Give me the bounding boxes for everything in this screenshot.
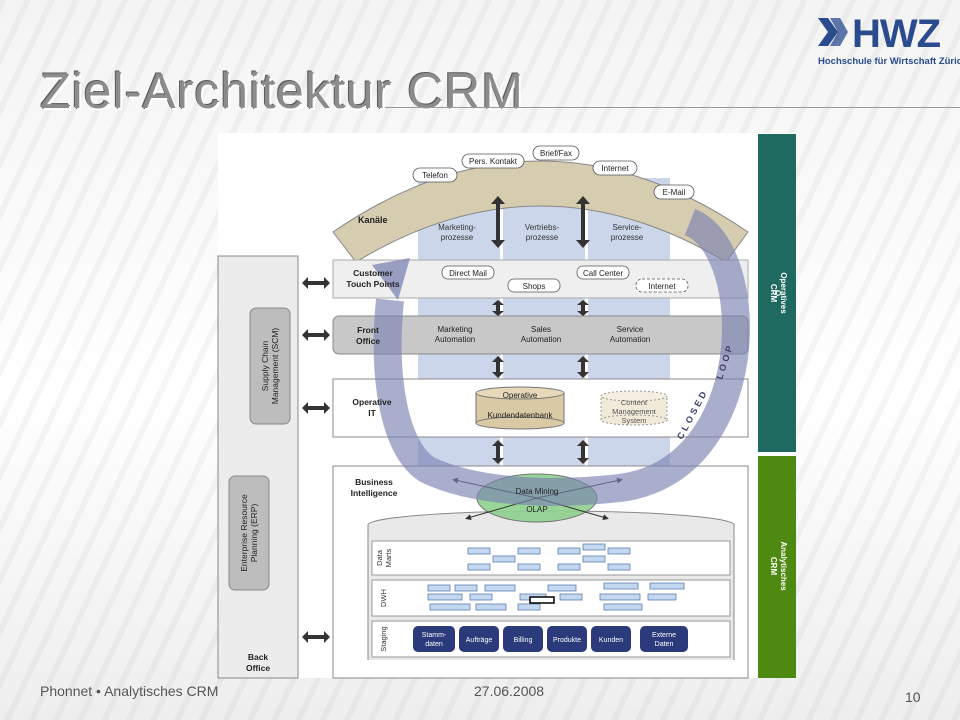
data-marts-layer [371, 540, 731, 576]
analytisches-crm-text: AnalytischesCRM [769, 541, 788, 591]
closed-loop-arrow [373, 209, 750, 506]
erp-box [228, 475, 270, 591]
kanaele-label: Kanäle [358, 215, 388, 225]
data-mart-tables [467, 543, 631, 571]
data-mining-label: Data Mining [516, 487, 559, 496]
hwz-logo-icon [818, 18, 848, 46]
vertical-flow-arrows [491, 196, 590, 464]
channel-pills [412, 145, 695, 200]
staging-source-produkte: Produkte [553, 637, 581, 644]
operatives-crm-label: O [773, 290, 782, 296]
olap-label: OLAP [526, 505, 547, 514]
staging-source-stammdaten: Stamm-daten [422, 632, 447, 648]
channel-pers-kontakt: Pers. Kontakt [469, 157, 518, 166]
erp-label: Enterprise ResourcePlanning (ERP) [239, 494, 259, 572]
channel-brief-fax: Brief/Fax [540, 149, 572, 158]
layer-dwh: DWH [379, 589, 388, 607]
back-office-arrows [302, 277, 330, 643]
logo-subtitle: Hochschule für Wirtschaft Zürich [818, 56, 960, 67]
touch-point-call-center: Call Center [583, 269, 623, 278]
touch-point-direct-mail: Direct Mail [449, 269, 487, 278]
cms-db [600, 390, 668, 426]
operative-db [475, 386, 565, 430]
scm-label: Supply ChainManagement (SCM) [260, 328, 280, 405]
logo-text: HWZ [852, 12, 941, 56]
dwh-tables [427, 582, 685, 611]
operatives-crm-bar [758, 134, 796, 452]
closed-loop-arrowhead [372, 258, 410, 300]
scm-box [249, 307, 291, 425]
staging-source-billing: Billing [514, 637, 533, 644]
hwz-logo: HWZ Hochschule für Wirtschaft Zürich [818, 12, 960, 72]
title-divider [385, 107, 960, 108]
footer-date: 27.06.2008 [474, 683, 545, 699]
staging-source-auftraege: Aufträge [466, 637, 493, 644]
dwh-central-table [529, 596, 555, 604]
footer-left-text: Phonnet • Analytisches CRM [40, 683, 219, 699]
layer-data-marts: DataMarts [375, 548, 393, 567]
layer-staging: Staging [379, 626, 388, 651]
channel-telefon: Telefon [422, 171, 448, 180]
page-number: 10 [905, 689, 921, 705]
staging-source-kunden: Kunden [599, 637, 623, 644]
channel-email: E-Mail [663, 188, 686, 197]
operatives-crm-text: OperativesCRM [769, 272, 788, 314]
touch-point-internet: Internet [648, 282, 676, 291]
analytisches-crm-bar [758, 456, 796, 678]
kanaele-arc [332, 160, 749, 263]
touch-point-shops: Shops [523, 282, 546, 291]
slide-title: Ziel-Architektur CRM [40, 63, 524, 119]
channel-internet: Internet [601, 164, 629, 173]
process-marketing: Marketing-prozesse [438, 223, 476, 242]
touch-point-pills [441, 265, 689, 293]
process-service: Service-prozesse [611, 223, 644, 242]
process-vertrieb: Vertriebs-prozesse [525, 223, 560, 242]
staging-sources [413, 626, 688, 652]
